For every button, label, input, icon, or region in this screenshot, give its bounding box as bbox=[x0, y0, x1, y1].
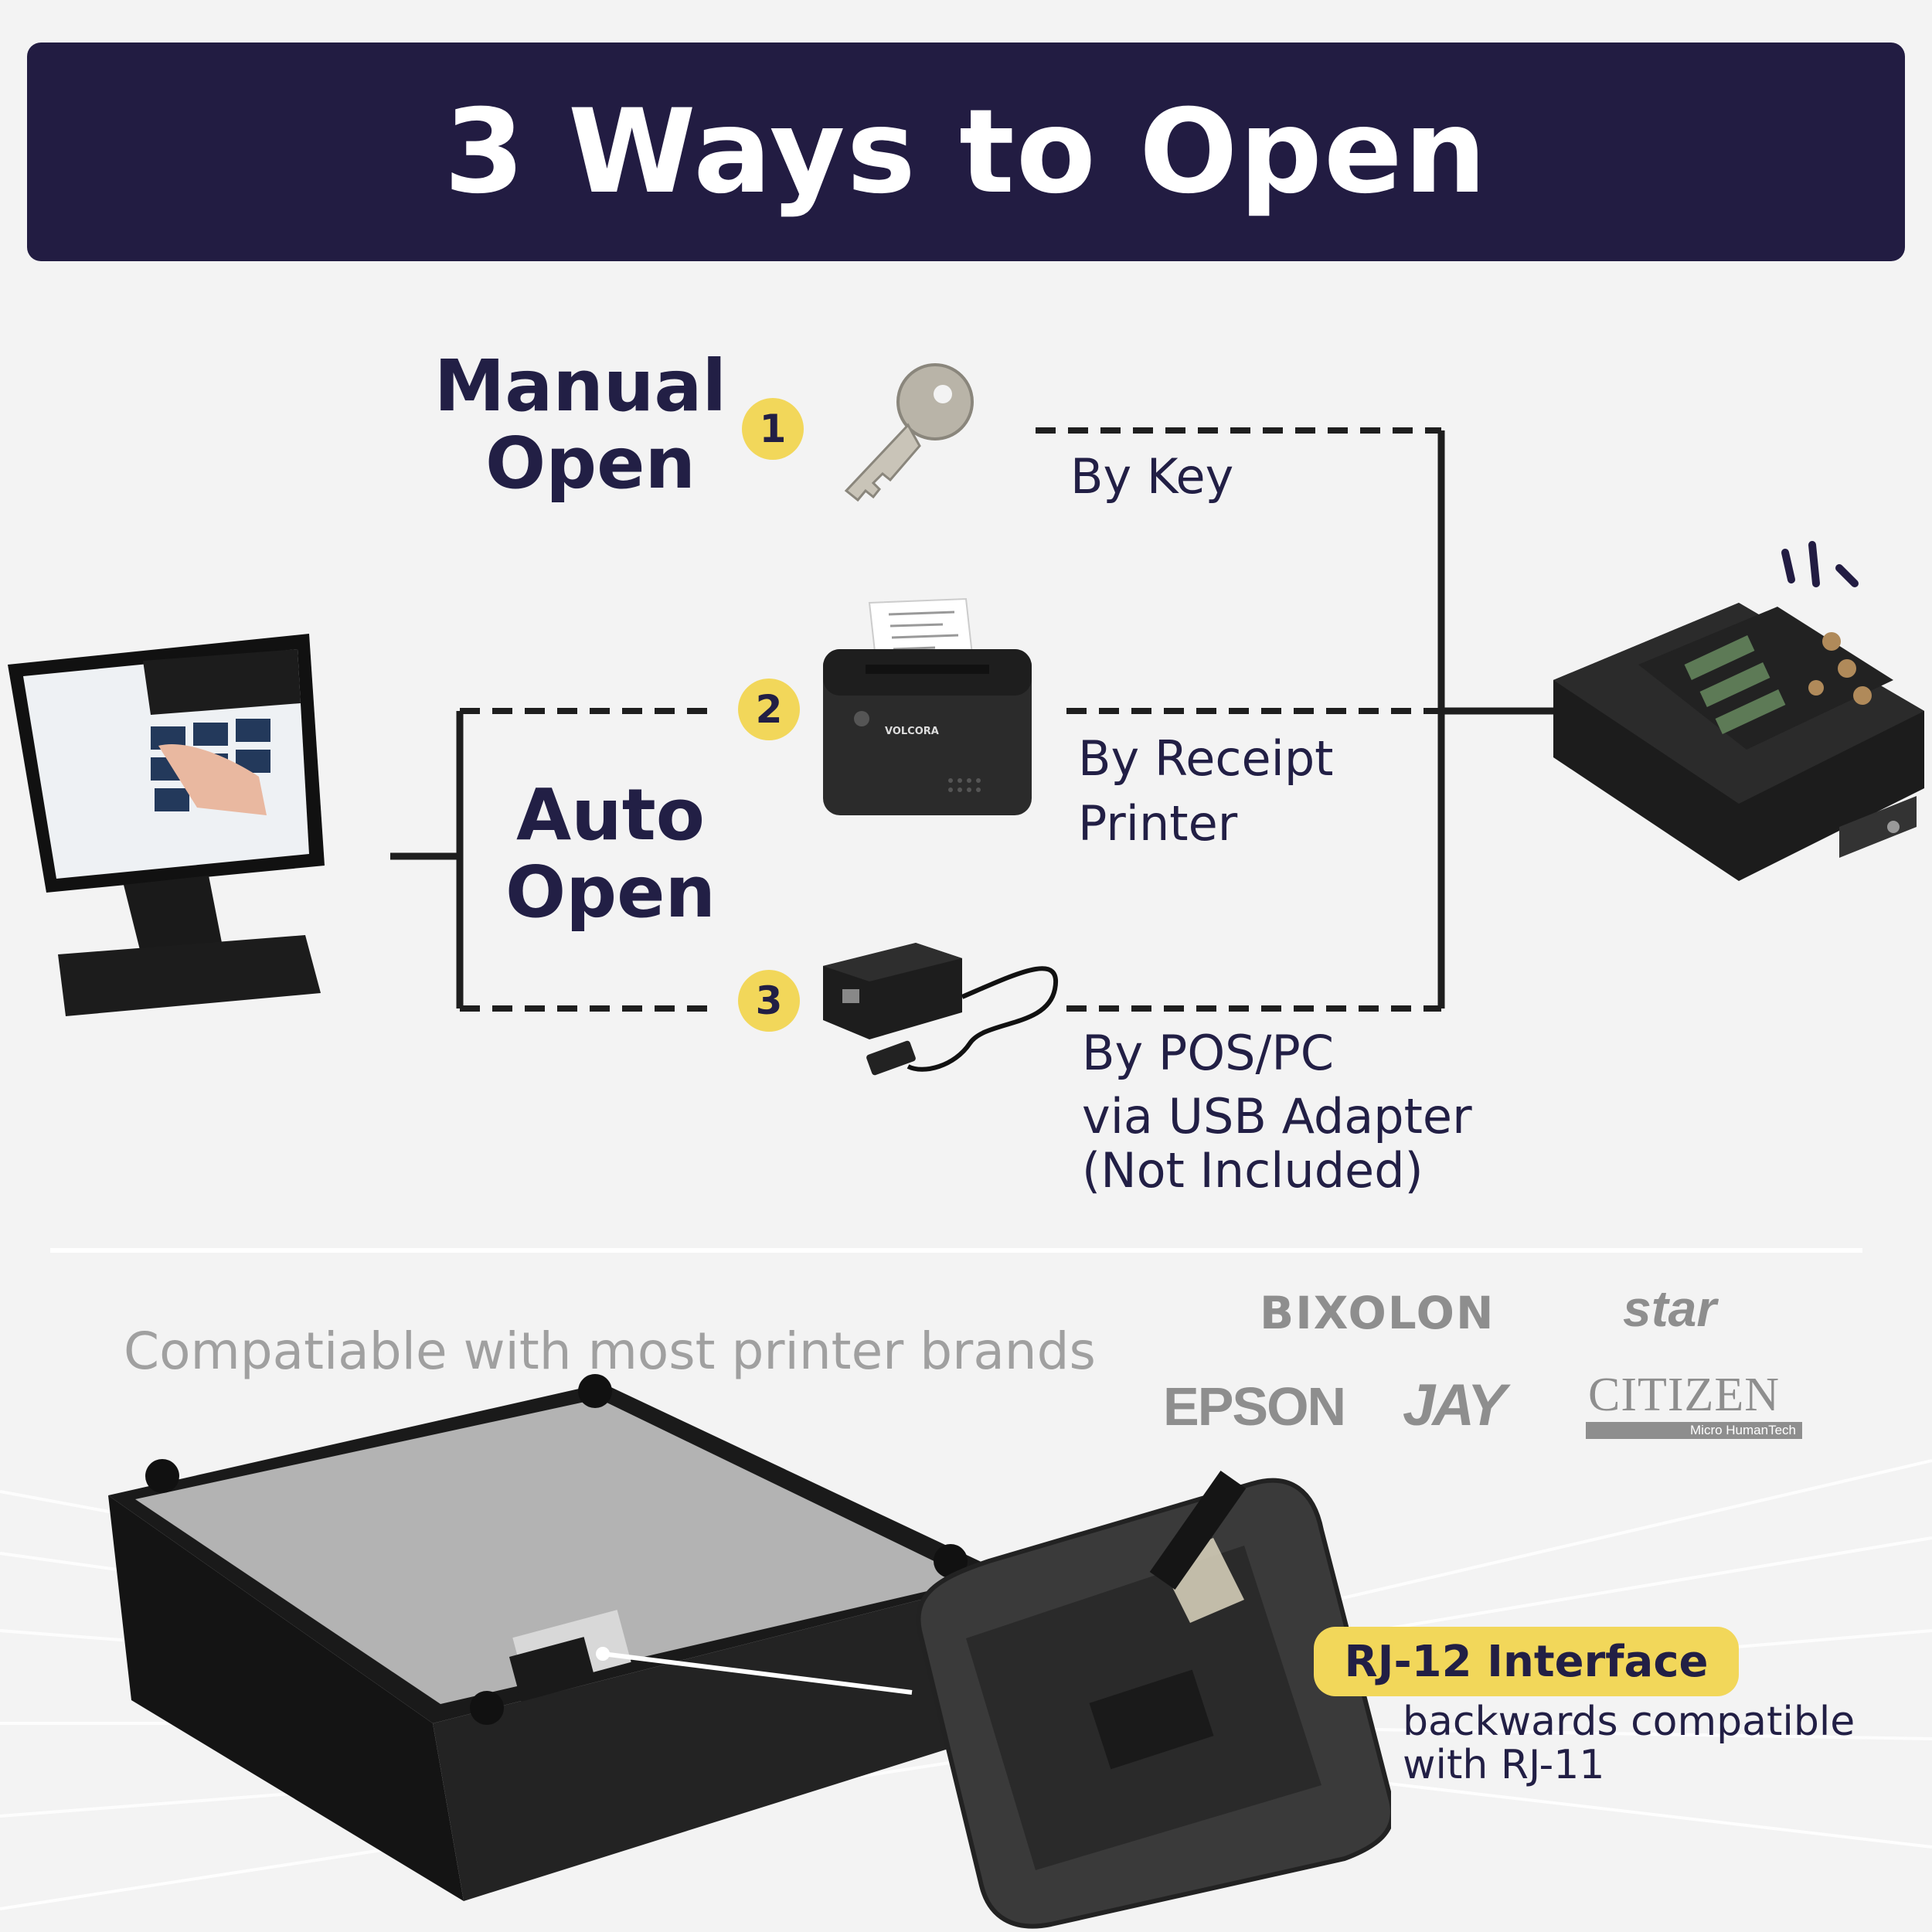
key-icon bbox=[844, 363, 974, 502]
method-by-printer-line-1: By Receipt bbox=[1078, 730, 1334, 787]
auto-open-line-1: Auto bbox=[516, 774, 705, 856]
brand-epson-logo: EPSON bbox=[1163, 1376, 1346, 1437]
method-by-pos-line-1: By POS/PC bbox=[1082, 1025, 1335, 1081]
manual-open-line-1: Manual bbox=[434, 345, 726, 427]
badge-1: 1 bbox=[742, 398, 804, 460]
auto-open-line-2: Open bbox=[505, 851, 716, 934]
brand-star-logo: star bbox=[1623, 1280, 1717, 1337]
brand-bixolon-logo: BIXOLON bbox=[1260, 1287, 1495, 1339]
compatibility-text: Compatiable with most printer brands bbox=[124, 1321, 1096, 1381]
rj12-note-line-1: backwards compatible bbox=[1403, 1699, 1855, 1745]
method-by-pos-line-3: (Not Included) bbox=[1082, 1142, 1423, 1199]
pos-terminal-image bbox=[8, 634, 325, 1016]
rj12-port-closeup bbox=[916, 1470, 1391, 1929]
rj12-interface-label: RJ-12 Interface bbox=[1314, 1627, 1739, 1696]
manual-open-label: Manual Open bbox=[433, 348, 726, 502]
cash-drawer-image bbox=[1553, 541, 1924, 881]
printer-brand-text: VOLCORA bbox=[885, 726, 939, 737]
section-divider bbox=[50, 1248, 1862, 1253]
brand-jay-logo: JAY bbox=[1403, 1372, 1506, 1438]
badge-3: 3 bbox=[738, 970, 800, 1032]
rj12-compat-note: backwards compatible with RJ-11 bbox=[1403, 1700, 1855, 1787]
method-by-key: By Key bbox=[1070, 444, 1233, 509]
title-banner: 3 Ways to Open bbox=[27, 43, 1905, 261]
page-title: 3 Ways to Open bbox=[444, 84, 1488, 219]
method-by-pos-line-2: via USB Adapter bbox=[1082, 1088, 1472, 1145]
method-by-pos: By POS/PC via USB Adapter (Not Included) bbox=[1082, 1026, 1472, 1198]
method-by-printer-line-2: Printer bbox=[1078, 795, 1238, 852]
method-by-key-line-1: By Key bbox=[1070, 448, 1234, 505]
usb-adapter-icon bbox=[823, 943, 1059, 1076]
badge-2: 2 bbox=[738, 679, 800, 740]
receipt-printer-icon: VOLCORA bbox=[823, 597, 1032, 815]
rj12-note-line-2: with RJ-11 bbox=[1403, 1742, 1605, 1788]
drawer-underside-image bbox=[108, 1374, 1012, 1901]
manual-open-line-2: Open bbox=[485, 422, 696, 505]
citizen-tagline: Micro HumanTech bbox=[1586, 1422, 1802, 1439]
brand-citizen-logo: CITIZEN bbox=[1588, 1369, 1781, 1421]
connection-diagram bbox=[390, 427, 1553, 1012]
method-by-printer: By Receipt Printer bbox=[1078, 726, 1334, 856]
auto-open-label: Auto Open bbox=[495, 777, 726, 931]
